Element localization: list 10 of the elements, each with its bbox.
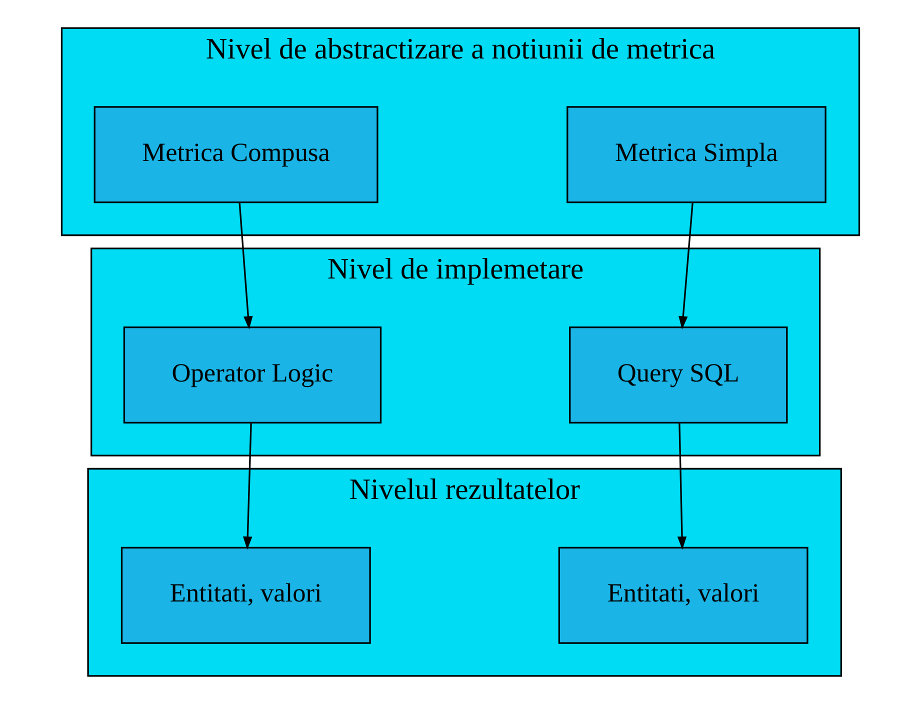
node-box: Metrica Simpla xyxy=(566,106,826,204)
node-box: Query SQL xyxy=(569,326,788,424)
arrow xyxy=(678,202,694,330)
arrow xyxy=(238,202,253,330)
node-box: Operator Logic xyxy=(123,326,382,424)
arrow xyxy=(243,423,252,550)
node-box: Entitati, valori xyxy=(558,546,808,644)
node-box: Entitati, valori xyxy=(120,546,371,644)
node-box: Metrica Compusa xyxy=(94,106,378,204)
arrow xyxy=(677,423,687,550)
